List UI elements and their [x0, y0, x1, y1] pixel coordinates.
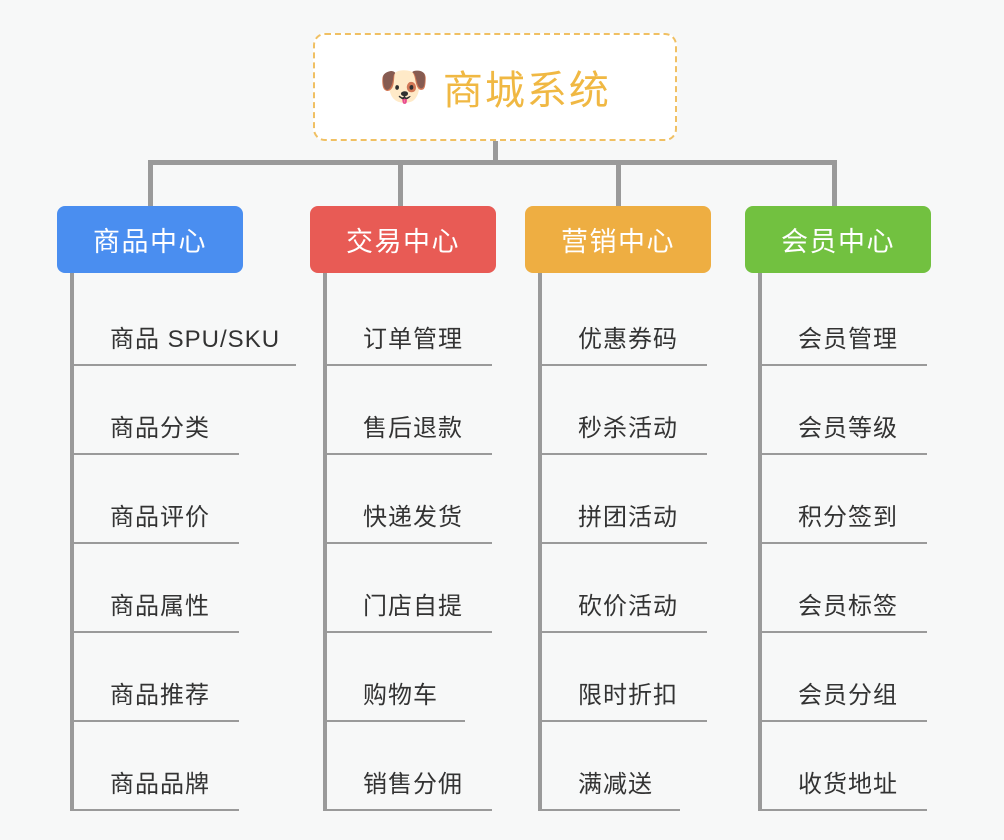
category-product-center[interactable]: 商品中心	[57, 206, 243, 273]
dog-face-icon: 🐶	[379, 65, 429, 109]
leaf-list-product-center: 商品 SPU/SKU 商品分类 商品评价 商品属性 商品推荐 商品品牌	[70, 273, 307, 811]
list-item[interactable]: 会员管理	[762, 277, 927, 366]
root-title: 商城系统	[442, 69, 611, 113]
leaf-list-marketing-center: 优惠券码 秒杀活动 拼团活动 砍价活动 限时折扣 满减送	[538, 273, 735, 811]
list-item[interactable]: 会员标签	[762, 544, 927, 633]
list-item[interactable]: 拼团活动	[542, 455, 707, 544]
list-item[interactable]: 满减送	[542, 722, 680, 811]
category-label: 会员中心	[781, 227, 895, 257]
category-member-center[interactable]: 会员中心	[745, 206, 931, 273]
category-label: 商品中心	[93, 227, 207, 257]
leaf-label: 商品分类	[110, 415, 210, 442]
leaf-label: 会员管理	[798, 326, 898, 353]
leaf-label: 会员标签	[798, 593, 898, 620]
list-item[interactable]: 秒杀活动	[542, 366, 707, 455]
root-node[interactable]: 🐶 商城系统	[313, 33, 677, 141]
connector-drop-product-center	[148, 160, 153, 206]
leaf-label: 购物车	[363, 682, 438, 709]
leaf-label: 商品 SPU/SKU	[110, 326, 281, 353]
leaf-label: 销售分佣	[363, 771, 463, 798]
list-item[interactable]: 砍价活动	[542, 544, 707, 633]
leaf-list-member-center: 会员管理 会员等级 积分签到 会员标签 会员分组 收货地址	[758, 273, 950, 811]
leaf-label: 快递发货	[363, 504, 463, 531]
leaf-label: 商品品牌	[110, 771, 210, 798]
connector-drop-member-center	[832, 160, 837, 206]
leaf-label: 会员等级	[798, 415, 898, 442]
list-item[interactable]: 积分签到	[762, 455, 927, 544]
list-item[interactable]: 商品分类	[74, 366, 239, 455]
list-item[interactable]: 优惠券码	[542, 277, 707, 366]
list-item[interactable]: 收货地址	[762, 722, 927, 811]
list-item[interactable]: 商品 SPU/SKU	[74, 277, 296, 366]
branch-member-center: 会员中心 会员管理 会员等级 积分签到 会员标签 会员分组 收货地址	[745, 206, 950, 811]
list-item[interactable]: 门店自提	[327, 544, 492, 633]
category-label: 营销中心	[561, 227, 675, 257]
list-item[interactable]: 购物车	[327, 633, 465, 722]
leaf-label: 商品评价	[110, 504, 210, 531]
leaf-label: 收货地址	[798, 771, 898, 798]
list-item[interactable]: 快递发货	[327, 455, 492, 544]
leaf-list-trade-center: 订单管理 售后退款 快递发货 门店自提 购物车 销售分佣	[323, 273, 528, 811]
leaf-label: 商品推荐	[110, 682, 210, 709]
list-item[interactable]: 订单管理	[327, 277, 492, 366]
leaf-label: 商品属性	[110, 593, 210, 620]
connector-root-stem	[493, 141, 498, 164]
list-item[interactable]: 销售分佣	[327, 722, 492, 811]
list-item[interactable]: 商品推荐	[74, 633, 239, 722]
leaf-label: 积分签到	[798, 504, 898, 531]
leaf-label: 优惠券码	[578, 326, 678, 353]
category-trade-center[interactable]: 交易中心	[310, 206, 496, 273]
connector-drop-trade-center	[398, 160, 403, 206]
leaf-label: 砍价活动	[578, 593, 678, 620]
leaf-label: 门店自提	[363, 593, 463, 620]
leaf-label: 会员分组	[798, 682, 898, 709]
category-marketing-center[interactable]: 营销中心	[525, 206, 711, 273]
connector-horizontal-bus	[148, 160, 835, 165]
category-label: 交易中心	[346, 227, 460, 257]
list-item[interactable]: 商品评价	[74, 455, 239, 544]
connector-drop-marketing-center	[616, 160, 621, 206]
list-item[interactable]: 会员分组	[762, 633, 927, 722]
leaf-label: 售后退款	[363, 415, 463, 442]
branch-trade-center: 交易中心 订单管理 售后退款 快递发货 门店自提 购物车 销售分佣	[310, 206, 528, 811]
leaf-label: 订单管理	[363, 326, 463, 353]
leaf-label: 限时折扣	[578, 682, 678, 709]
branch-marketing-center: 营销中心 优惠券码 秒杀活动 拼团活动 砍价活动 限时折扣 满减送	[525, 206, 735, 811]
list-item[interactable]: 售后退款	[327, 366, 492, 455]
list-item[interactable]: 会员等级	[762, 366, 927, 455]
list-item[interactable]: 商品属性	[74, 544, 239, 633]
leaf-label: 秒杀活动	[578, 415, 678, 442]
list-item[interactable]: 商品品牌	[74, 722, 239, 811]
branch-product-center: 商品中心 商品 SPU/SKU 商品分类 商品评价 商品属性 商品推荐 商品品牌	[57, 206, 307, 811]
list-item[interactable]: 限时折扣	[542, 633, 707, 722]
leaf-label: 拼团活动	[578, 504, 678, 531]
leaf-label: 满减送	[578, 771, 653, 798]
